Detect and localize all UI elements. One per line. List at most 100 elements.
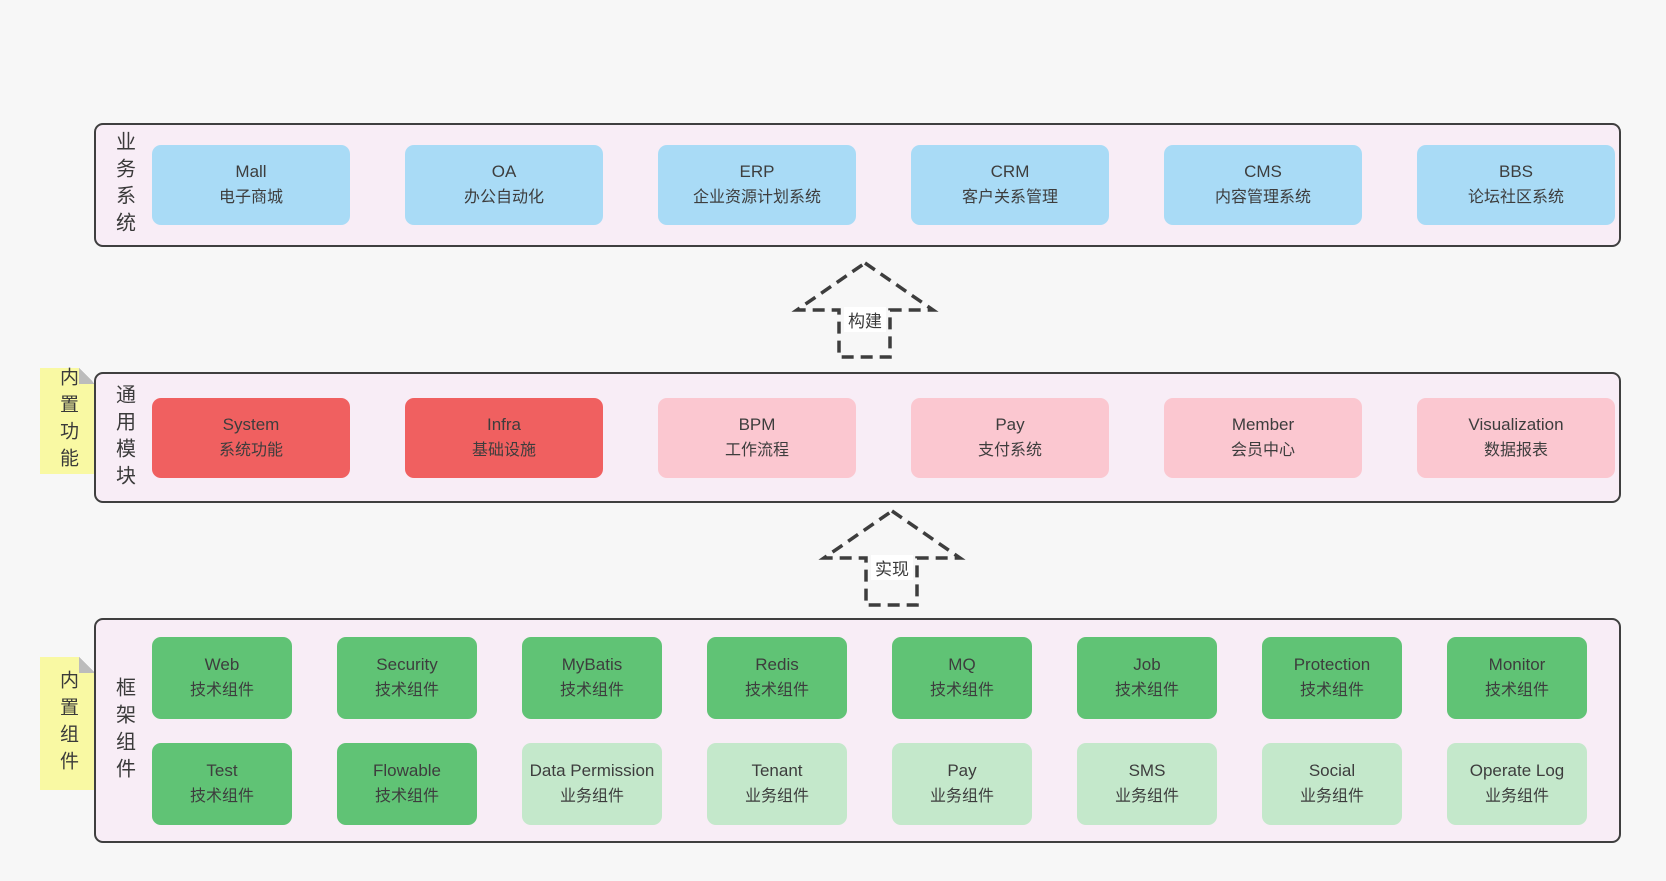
box-subtitle: 业务组件 [744, 787, 809, 805]
box-tenant: Tenant 业务组件 [707, 742, 847, 825]
box-monitor: Monitor 技术组件 [1447, 636, 1587, 719]
box-subtitle: 业务组件 [1299, 787, 1364, 805]
section-label-zone: 业务系统 [96, 125, 152, 245]
box-subtitle: 内容管理系统 [1214, 189, 1311, 206]
components-row-1: Web 技术组件 Security 技术组件 MyBatis 技术组件 Redi… [152, 636, 1619, 719]
box-subtitle: 客户关系管理 [961, 189, 1058, 206]
box-pay-biz: Pay 业务组件 [892, 742, 1032, 825]
box-title: Member [1231, 414, 1295, 434]
components-row-2: Test 技术组件 Flowable 技术组件 Data Permission … [152, 742, 1619, 825]
box-security: Security 技术组件 [337, 636, 477, 719]
box-subtitle: 论坛社区系统 [1467, 189, 1564, 206]
arrow-build-label: 构建 [844, 307, 886, 332]
section-label-zone: 通用模块 [96, 374, 152, 501]
box-title: MyBatis [561, 654, 623, 674]
section-label-zone: 框架组件 [96, 620, 152, 841]
box-subtitle: 技术组件 [1484, 681, 1549, 699]
box-crm: CRM 客户关系管理 [911, 145, 1109, 225]
box-subtitle: 数据报表 [1483, 441, 1548, 459]
box-mall: Mall 电子商城 [152, 145, 350, 225]
box-protection: Protection 技术组件 [1262, 636, 1402, 719]
box-mybatis: MyBatis 技术组件 [522, 636, 662, 719]
box-flowable: Flowable 技术组件 [337, 742, 477, 825]
box-cms: CMS 内容管理系统 [1164, 145, 1362, 225]
box-title: OA [491, 162, 517, 181]
box-social: Social 业务组件 [1262, 742, 1402, 825]
box-web: Web 技术组件 [152, 636, 292, 719]
section-business-systems: 业务系统 Mall 电子商城 OA 办公自动化 ERP 企业资源计划系统 CRM… [94, 123, 1621, 247]
box-oa: OA 办公自动化 [405, 145, 603, 225]
sticky-note-text: 内置组件 [57, 669, 78, 778]
section-label-business: 业务系统 [112, 131, 135, 239]
box-system: System 系统功能 [152, 397, 350, 478]
box-title: Pay [995, 414, 1025, 434]
box-bpm: BPM 工作流程 [658, 397, 856, 478]
box-subtitle: 企业资源计划系统 [692, 189, 821, 206]
box-subtitle: 技术组件 [374, 787, 439, 805]
arrow-build: 构建 [790, 260, 940, 360]
box-visualization: Visualization 数据报表 [1417, 397, 1615, 478]
box-title: Web [204, 654, 240, 674]
box-title: Infra [486, 414, 522, 434]
sticky-note-text: 内置功能 [57, 367, 78, 475]
box-title: Security [376, 654, 438, 674]
box-title: Job [1133, 654, 1161, 674]
box-subtitle: 工作流程 [724, 441, 789, 459]
box-subtitle: 技术组件 [189, 681, 254, 699]
arrow-implement-label: 实现 [871, 555, 913, 580]
box-test: Test 技术组件 [152, 742, 292, 825]
box-subtitle: 业务组件 [929, 787, 994, 805]
box-erp: ERP 企业资源计划系统 [658, 145, 856, 225]
box-title: Monitor [1488, 654, 1546, 674]
box-pay: Pay 支付系统 [911, 397, 1109, 478]
box-subtitle: 业务组件 [1114, 787, 1179, 805]
box-subtitle: 技术组件 [744, 681, 809, 699]
box-subtitle: 技术组件 [374, 681, 439, 699]
box-subtitle: 电子商城 [218, 189, 283, 206]
components-grid: Web 技术组件 Security 技术组件 MyBatis 技术组件 Redi… [152, 620, 1619, 841]
box-title: BPM [738, 414, 776, 434]
box-title: ERP [739, 162, 775, 181]
section-framework-components: 框架组件 Web 技术组件 Security 技术组件 MyBatis 技术组件… [94, 618, 1621, 843]
box-title: Mall [235, 162, 267, 181]
box-title: Tenant [751, 760, 803, 780]
box-title: Protection [1293, 654, 1371, 674]
box-title: SMS [1128, 760, 1166, 780]
box-title: Pay [947, 760, 977, 780]
box-subtitle: 业务组件 [1484, 787, 1549, 805]
box-title: Test [206, 760, 238, 780]
box-subtitle: 业务组件 [559, 787, 624, 805]
box-title: BBS [1498, 162, 1534, 181]
box-operate-log: Operate Log 业务组件 [1447, 742, 1587, 825]
sticky-note-built-in-features: 内置功能 [40, 367, 95, 475]
box-subtitle: 支付系统 [977, 441, 1042, 459]
box-job: Job 技术组件 [1077, 636, 1217, 719]
box-title: Redis [755, 654, 799, 674]
box-title: System [222, 414, 280, 434]
box-title: Data Permission [529, 760, 655, 780]
box-sms: SMS 业务组件 [1077, 742, 1217, 825]
box-title: Operate Log [1469, 760, 1565, 780]
box-title: Flowable [372, 760, 442, 780]
box-subtitle: 基础设施 [471, 441, 536, 459]
box-title: Visualization [1468, 414, 1564, 434]
box-subtitle: 技术组件 [1299, 681, 1364, 699]
box-mq: MQ 技术组件 [892, 636, 1032, 719]
sticky-note-built-in-components: 内置组件 [40, 657, 95, 790]
box-redis: Redis 技术组件 [707, 636, 847, 719]
section-label-components: 框架组件 [112, 676, 135, 785]
modules-box-row: System 系统功能 Infra 基础设施 BPM 工作流程 Pay 支付系统… [152, 374, 1619, 501]
box-subtitle: 技术组件 [189, 787, 254, 805]
section-common-modules: 通用模块 System 系统功能 Infra 基础设施 BPM 工作流程 Pay… [94, 372, 1621, 503]
box-subtitle: 技术组件 [1114, 681, 1179, 699]
box-subtitle: 系统功能 [218, 441, 283, 459]
box-infra: Infra 基础设施 [405, 397, 603, 478]
box-subtitle: 办公自动化 [463, 189, 544, 206]
box-subtitle: 技术组件 [559, 681, 624, 699]
box-bbs: BBS 论坛社区系统 [1417, 145, 1615, 225]
box-title: MQ [948, 654, 976, 674]
box-title: Social [1308, 760, 1356, 780]
box-subtitle: 技术组件 [929, 681, 994, 699]
box-data-permission: Data Permission 业务组件 [522, 742, 662, 825]
